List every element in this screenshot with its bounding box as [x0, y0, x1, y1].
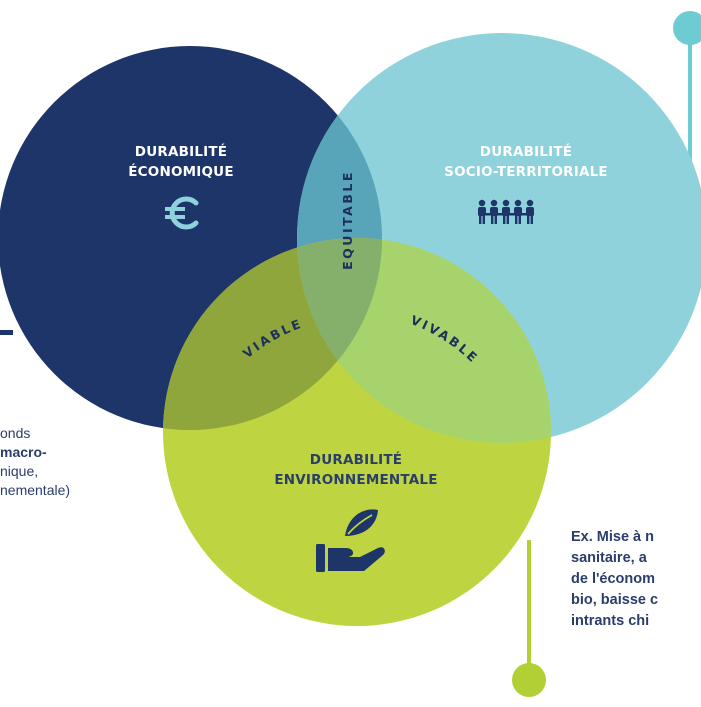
environmental-title-line2: ENVIRONNEMENTALE — [274, 472, 437, 488]
environmental-title-line1: DURABILITÉ — [310, 451, 402, 468]
example-text-line4: bio, baisse c — [571, 592, 659, 608]
example-text-line2: sanitaire, a — [571, 550, 647, 566]
hand-leaf-icon — [316, 509, 385, 572]
euro-icon — [165, 196, 199, 230]
equitable-label: EQUITABLE — [340, 170, 355, 270]
side-text-line1: onds — [0, 425, 31, 441]
example-text-line1: Ex. Mise à n — [571, 529, 655, 545]
example-text-line3: de l'économ — [571, 571, 656, 587]
side-text-line2: macro- — [0, 444, 47, 460]
people-icon — [478, 199, 534, 224]
side-text-line3: nique, — [0, 463, 39, 479]
economic-title-line2: ÉCONOMIQUE — [128, 163, 234, 180]
green-connector-dot — [512, 663, 546, 697]
social-title-line1: DURABILITÉ — [480, 143, 572, 160]
teal-connector-dot — [673, 11, 701, 45]
social-title-line2: SOCIO-TERRITORIALE — [444, 164, 608, 180]
viable-overlap — [163, 238, 382, 430]
example-description: Ex. Mise à n sanitaire, a de l'économ bi… — [571, 527, 658, 632]
example-text-line5: intrants chi — [571, 613, 650, 629]
side-text-line4: nementale) — [0, 482, 71, 498]
side-connector-bar — [0, 330, 13, 335]
side-description: onds macro- nique, nementale) — [0, 424, 70, 500]
economic-title-line1: DURABILITÉ — [135, 143, 227, 160]
